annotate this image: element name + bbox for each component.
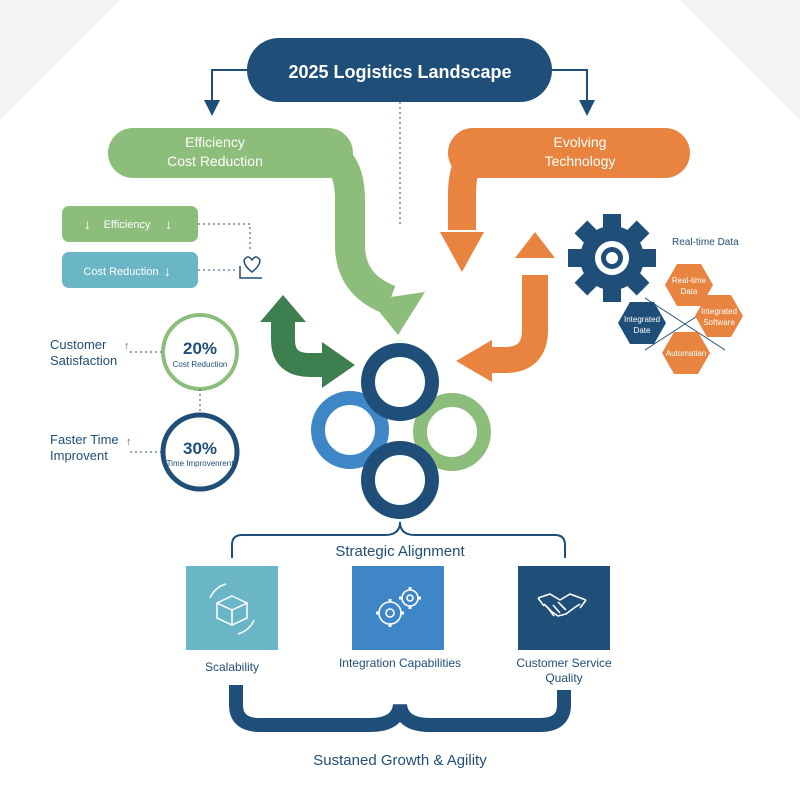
hex-integrated-date: Integrated Date [618,302,666,344]
metric-label-line2: Improvent [50,448,108,463]
pill-efficiency: ↓ Efficiency ↓ [62,206,198,242]
title-banner: 2025 Logistics Landscape [247,38,552,102]
metric-caption: Time Improvenrent [167,459,235,468]
alignment-label: Strategic Alignment [335,543,465,560]
hex-line1: Automatian [666,349,706,358]
hex-line2: Data [681,287,698,296]
box-icon [209,583,255,635]
arrow-down-icon: ↓ [164,263,171,279]
pillar-label: Scalability [205,660,259,674]
pillar-customer-service: Customer Service Quality [516,566,612,685]
right-banner-arrowhead [440,232,484,272]
corner-shade [680,0,800,120]
metric-ring [160,412,240,492]
footer-label: Sustaned Growth & Agility [313,752,487,769]
metric-label-line1: Faster Time [50,432,119,447]
pillar-label: Integration Capabilities [339,656,461,670]
pill-efficiency-label: Efficiency [104,219,151,231]
pill-cost-reduction: Cost Reduction ↓ [62,252,198,288]
hex-realtime-data: Real-time Data [665,264,713,306]
corner-shade [0,0,120,120]
left-banner: Efficiency Cost Reduction [108,128,425,335]
hex-integrated-software: Integrated Software [695,295,743,337]
green-up-arrowhead [260,295,306,322]
orange-left-arrowhead [456,340,492,382]
pill-cost-label: Cost Reduction [83,266,158,278]
orange-up-arrowhead [515,232,555,258]
metric-caption: Cost Reduction [173,360,228,369]
arrow-up-icon: ↑ [126,436,132,448]
arrow-up-icon: ↑ [124,340,130,352]
left-banner-line1: Efficiency [185,134,245,150]
hand-heart-icon [239,256,262,279]
ring-left [311,391,389,469]
ring-top [361,343,439,421]
ring-right [413,393,491,471]
right-banner-line1: Evolving [554,134,607,150]
handshake-icon [537,593,587,617]
right-banner-line2: Technology [545,153,616,169]
title-right-connector [552,69,595,116]
metric-label-line2: Satisfaction [50,353,117,368]
metric-value: 20% [183,339,217,358]
alignment-bracket [231,521,566,558]
hex-line1: Real-time [672,276,707,285]
hex-line2: Date [634,326,651,335]
pillar-label-line1: Customer Service [516,656,612,670]
orange-return-arrow [490,275,548,373]
left-banner-line2: Cost Reduction [167,153,263,169]
green-right-arrowhead [322,342,355,388]
hex-line1: Integrated [701,307,737,316]
metric-label-line1: Customer [50,337,107,352]
gear-label: Real-time Data [672,237,739,248]
ring-bottom [361,441,439,519]
title-left-connector [204,69,247,116]
green-bidirectional-arrow [271,320,325,377]
growth-bracket [229,685,571,732]
hex-line2: Software [703,318,735,327]
hex-line1: Integrated [624,315,660,324]
metric-customer-satisfaction: Customer Satisfaction ↑ 20% Cost Reducti… [50,313,239,391]
arrow-down-icon: ↓ [165,216,172,232]
pillar-integration: Integration Capabilities [339,566,461,670]
arrow-down-icon: ↓ [84,216,91,232]
gears-icon [376,587,421,627]
title-text: 2025 Logistics Landscape [288,62,511,82]
metric-faster-time: Faster Time Improvent ↑ 30% Time Improve… [50,412,240,492]
left-banner-arrowhead [370,292,425,335]
pillar-label-line2: Quality [545,671,582,685]
right-banner: Evolving Technology [440,128,690,272]
gear-icon [568,214,656,302]
pill-dotted-connector [198,223,251,250]
hex-automation: Automatian [662,332,710,374]
metric-value: 30% [183,439,217,458]
pillar-scalability: Scalability [186,566,278,674]
central-rings [311,343,491,519]
